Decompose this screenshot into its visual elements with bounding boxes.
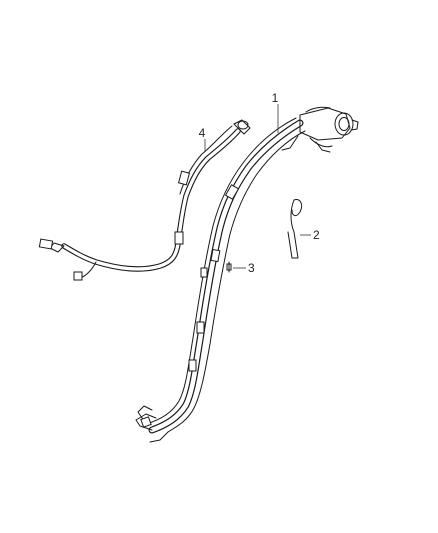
callout-2: 2	[300, 228, 320, 242]
callout-4-label: 4	[199, 126, 206, 140]
clip-fastener	[226, 261, 232, 273]
callout-3: 3	[233, 261, 255, 275]
callout-1: 1	[272, 91, 279, 133]
callout-2-label: 2	[313, 228, 320, 242]
fuel-filler-tube	[135, 106, 359, 443]
tether-strap	[287, 199, 303, 259]
callout-4: 4	[199, 126, 206, 152]
callout-3-label: 3	[248, 261, 255, 275]
callout-1-label: 1	[272, 91, 279, 105]
vapor-hose	[38, 119, 251, 281]
